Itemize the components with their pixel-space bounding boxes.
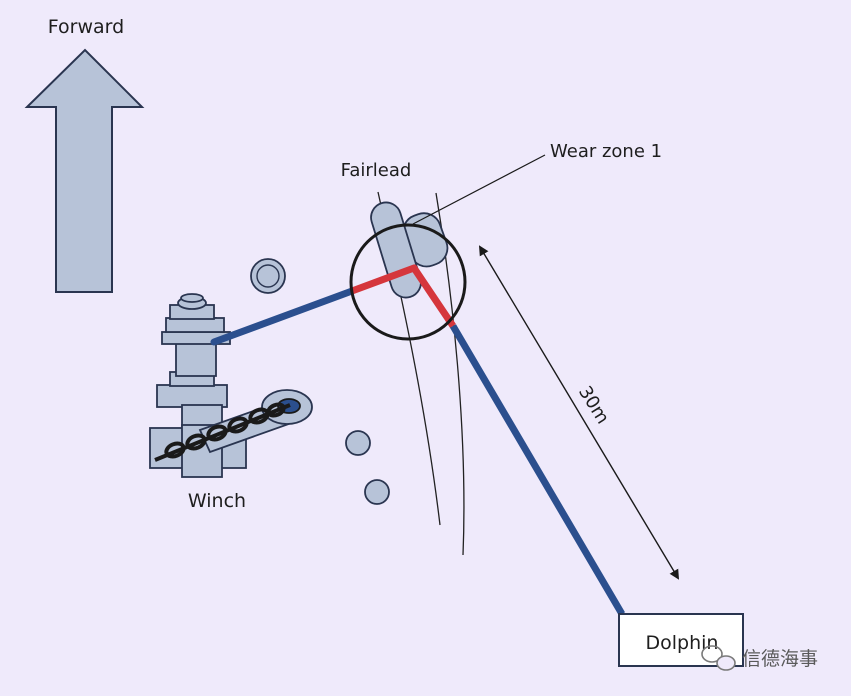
deck-pin (364, 479, 390, 505)
mooring-line-wear-section (350, 264, 456, 328)
wechat-icon (701, 645, 736, 671)
mooring-line-dolphin-side (449, 324, 626, 616)
bollard (250, 258, 286, 294)
fairlead-label: Fairlead (341, 160, 412, 181)
wear-zone-label: Wear zone 1 (550, 141, 662, 162)
wear-zone-circle (349, 223, 467, 341)
mooring-line-winch-side (210, 287, 356, 346)
winch (149, 293, 313, 478)
watermark-text: 信德海事 (742, 648, 818, 670)
dolphin-label: Dolphin (646, 632, 719, 654)
forward-label: Forward (48, 16, 124, 38)
deck-pin (345, 430, 371, 456)
anchor-chain (154, 402, 291, 462)
wear-zone-leader (412, 154, 546, 225)
winch-label: Winch (188, 490, 246, 512)
distance-dimension-arrow (478, 245, 680, 580)
forward-arrow (24, 48, 145, 293)
distance-label: 30m (574, 382, 613, 427)
